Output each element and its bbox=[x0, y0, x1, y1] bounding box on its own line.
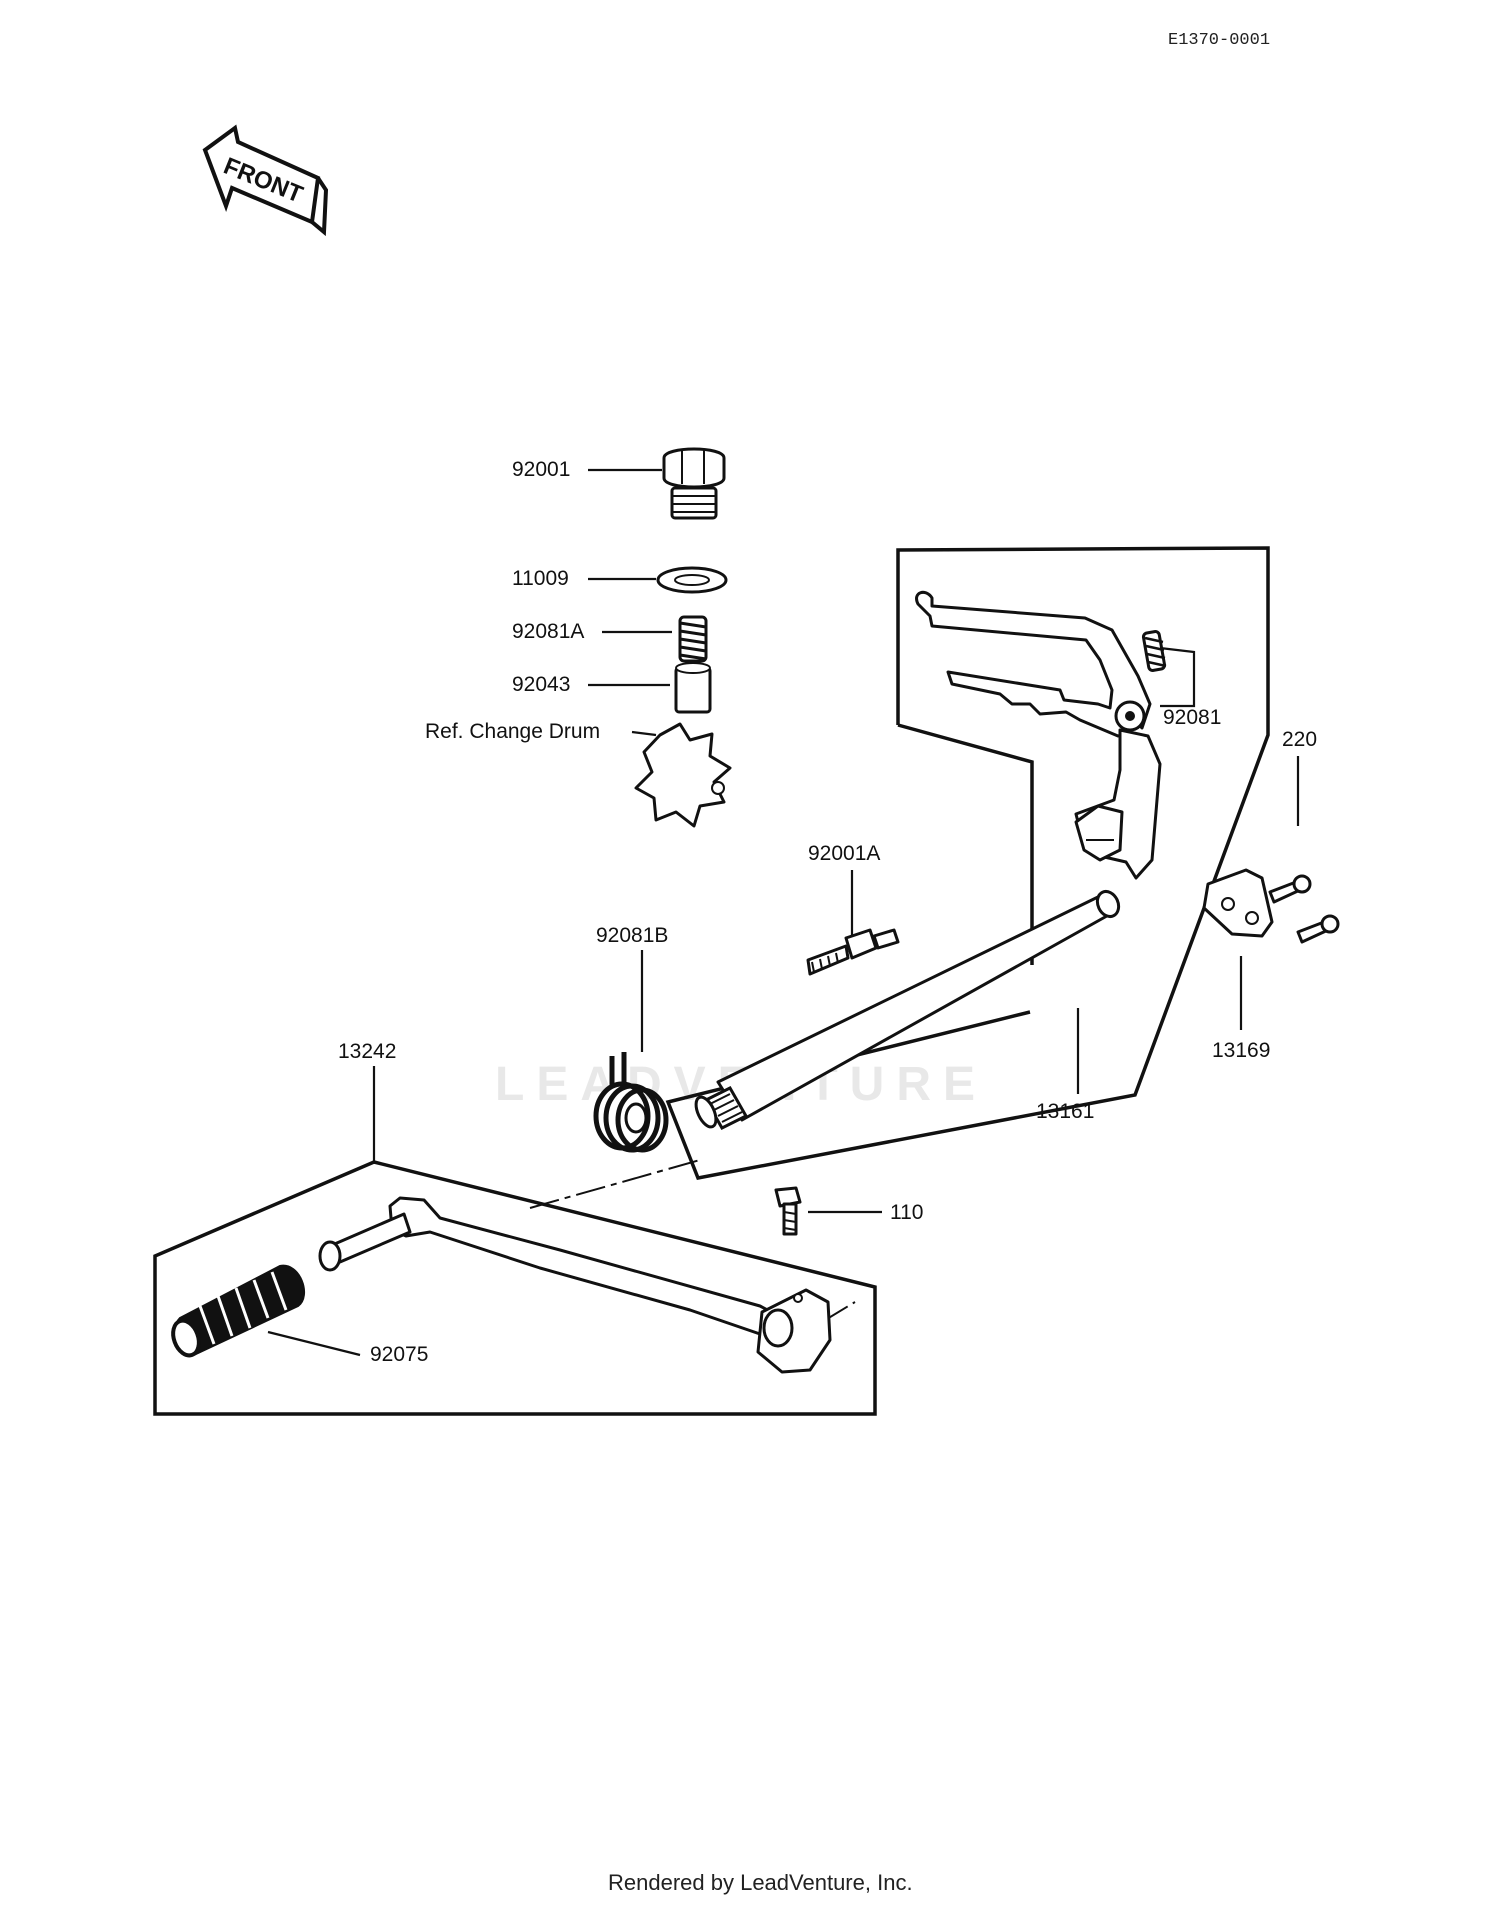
shift-pedal-icon bbox=[318, 1196, 832, 1374]
leader-lines bbox=[267, 468, 1300, 1357]
plug-bolt-icon bbox=[662, 447, 726, 520]
label-110: 110 bbox=[890, 1201, 923, 1224]
torsion-spring-icon bbox=[593, 1052, 669, 1153]
plate-icon bbox=[1202, 868, 1274, 938]
stud-bolt-icon bbox=[806, 928, 900, 976]
footer-credit: Rendered by LeadVenture, Inc. bbox=[608, 1870, 913, 1895]
label-ref-change-drum: Ref. Change Drum bbox=[425, 720, 600, 743]
label-11009: 11009 bbox=[512, 567, 569, 590]
label-92081A: 92081A bbox=[512, 620, 584, 643]
label-13242: 13242 bbox=[338, 1040, 396, 1063]
pedal-rubber-icon bbox=[171, 1264, 305, 1358]
drawing-code: E1370-0001 bbox=[1168, 31, 1270, 50]
bolts-icon bbox=[1268, 874, 1340, 944]
front-arrow-icon: FRONT bbox=[202, 124, 329, 237]
label-13169: 13169 bbox=[1212, 1039, 1270, 1062]
label-92043: 92043 bbox=[512, 673, 570, 696]
label-220: 220 bbox=[1282, 728, 1317, 751]
label-92001A: 92001A bbox=[808, 842, 880, 865]
return-spring-icon bbox=[1141, 630, 1167, 672]
label-92081B: 92081B bbox=[596, 924, 668, 947]
label-92001: 92001 bbox=[512, 458, 570, 481]
change-drum-icon bbox=[634, 722, 732, 828]
shift-mechanism-icon bbox=[694, 590, 1162, 1130]
gasket-icon bbox=[656, 566, 728, 594]
spring-icon bbox=[678, 615, 708, 663]
pin-icon bbox=[674, 662, 712, 714]
label-92075: 92075 bbox=[370, 1343, 428, 1366]
label-92081: 92081 bbox=[1163, 706, 1221, 729]
clamp-bolt-icon bbox=[774, 1186, 802, 1236]
group-frames bbox=[153, 546, 1270, 1416]
